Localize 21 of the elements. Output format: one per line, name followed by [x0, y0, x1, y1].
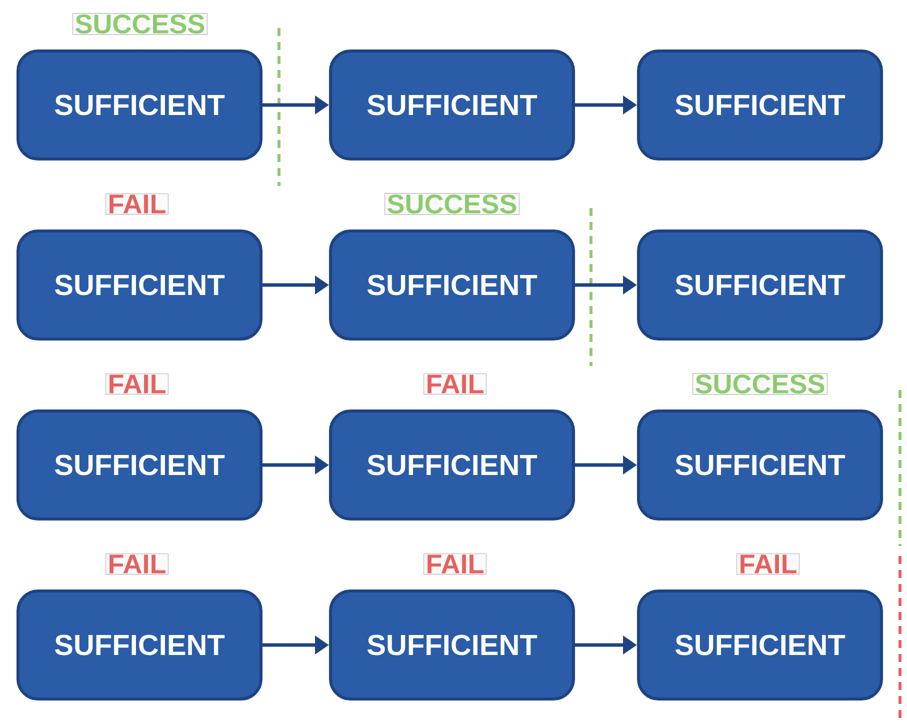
process-box: SUFFICIENT [16, 590, 262, 700]
process-box: SUFFICIENT [329, 410, 575, 520]
process-box: SUFFICIENT [637, 230, 884, 340]
status-tag: FAIL [736, 553, 800, 575]
status-tag: FAIL [105, 373, 169, 395]
status-tag: SUCCESS [384, 193, 520, 215]
process-box: SUFFICIENT [16, 230, 262, 340]
status-tag: FAIL [105, 193, 169, 215]
process-box: SUFFICIENT [329, 230, 575, 340]
status-tag: FAIL [423, 373, 487, 395]
process-box: SUFFICIENT [329, 590, 575, 700]
process-box: SUFFICIENT [329, 50, 575, 160]
process-box: SUFFICIENT [16, 410, 262, 520]
status-tag: SUCCESS [692, 373, 828, 395]
status-tag: FAIL [105, 553, 169, 575]
status-tag: FAIL [423, 553, 487, 575]
process-box: SUFFICIENT [16, 50, 262, 160]
process-box: SUFFICIENT [637, 590, 884, 700]
status-tag: SUCCESS [72, 13, 208, 35]
process-box: SUFFICIENT [637, 50, 884, 160]
process-box: SUFFICIENT [637, 410, 884, 520]
